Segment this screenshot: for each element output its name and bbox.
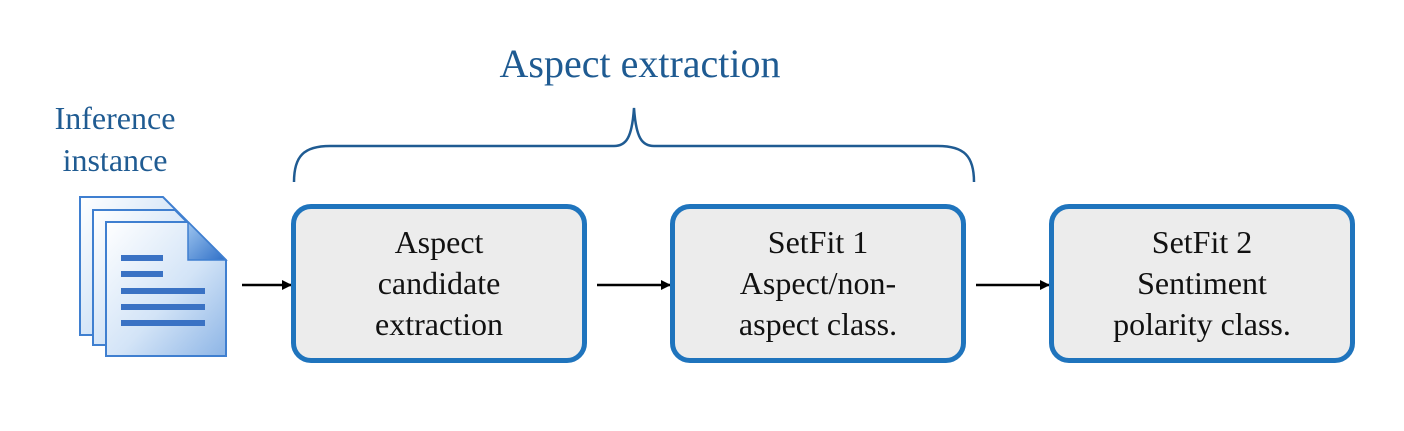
step-3-line-3: polarity class. [1113, 305, 1291, 342]
document-stack-icon [79, 196, 228, 357]
step-1-line-1: Aspect [394, 224, 484, 261]
step-2-line-3: aspect class. [738, 305, 898, 342]
inference-instance-label: Inference instance [20, 98, 210, 181]
step-2-line-1: SetFit 1 [767, 224, 869, 261]
input-label-line-2: instance [62, 141, 168, 178]
step-3-line-2: Sentiment [1137, 265, 1267, 302]
input-label-line-1: Inference [54, 100, 176, 136]
setfit-2-box: SetFit 2 Sentiment polarity class. [1049, 204, 1355, 363]
step-2-line-2: Aspect/non- [739, 265, 897, 302]
setfit-1-box: SetFit 1 Aspect/non- aspect class. [670, 204, 966, 363]
step-1-line-3: extraction [375, 305, 503, 342]
aspect-extraction-brace [292, 107, 976, 183]
step-3-line-1: SetFit 2 [1151, 224, 1253, 261]
aspect-extraction-title: Aspect extraction [499, 41, 781, 86]
aspect-candidate-extraction-box: Aspect candidate extraction [291, 204, 587, 363]
step-1-line-2: candidate [377, 265, 501, 302]
